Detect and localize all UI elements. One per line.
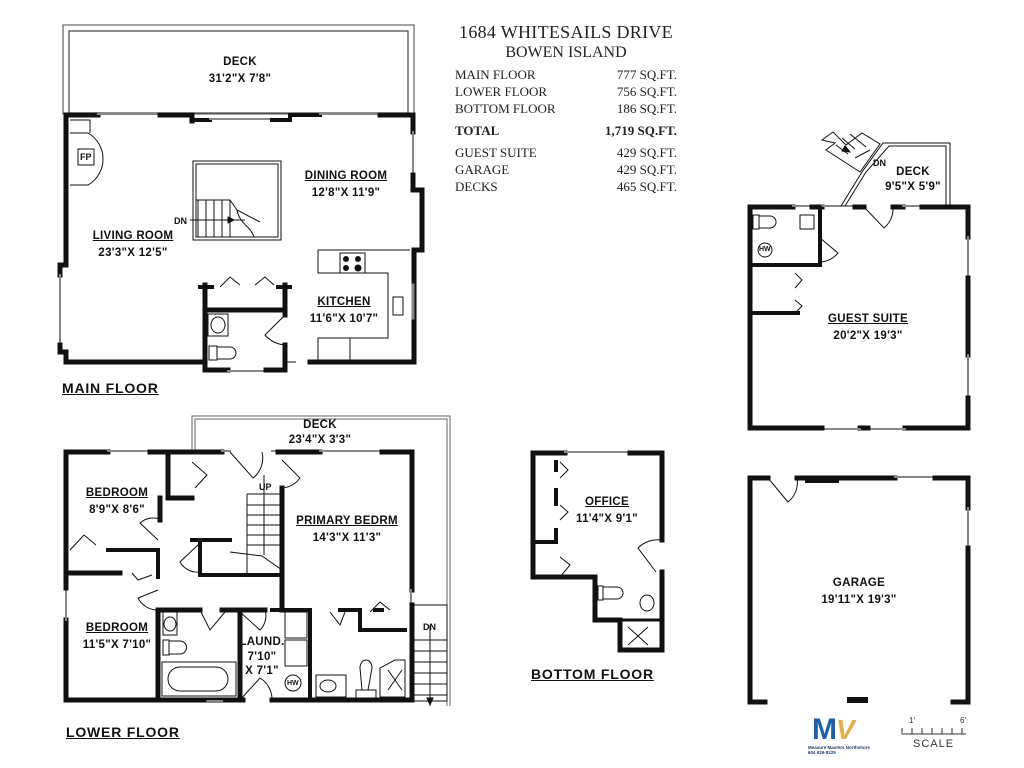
stairs-down-label: DN	[423, 622, 436, 632]
scale-label: SCALE	[913, 738, 955, 750]
room-dimensions: 12'8"X 11'9"	[311, 187, 381, 199]
row-label: GUEST SUITE	[455, 145, 537, 160]
guest-suite-walls	[747, 204, 971, 431]
main-floor-walls	[57, 112, 425, 373]
address-title: 1684 WHITESAILS DRIVE	[459, 22, 673, 42]
row-label: BOTTOM FLOOR	[455, 101, 556, 116]
summary-total-row: TOTAL 1,719 SQ.FT.	[455, 122, 677, 139]
row-value: 186 SQ.FT.	[616, 101, 677, 116]
room-label-primary-bedroom: PRIMARY BEDRM 14'3"X 11'3"	[288, 515, 406, 545]
main-deck-outline	[62, 24, 415, 115]
room-name: LAUND.	[239, 636, 285, 648]
area-title: BOWEN ISLAND	[505, 44, 627, 61]
room-dimensions: 19'11"X 19'3"	[821, 594, 897, 606]
room-label-laundry: LAUND. 7'10" X 7'1"	[232, 636, 292, 678]
stairs-down-label: DN	[873, 158, 886, 168]
room-dimensions: 11'5"X 7'10"	[82, 639, 152, 651]
row-label: GARAGE	[455, 162, 510, 177]
room-dimensions: 14'3"X 11'3"	[312, 532, 382, 544]
room-label-dining: DINING ROOM 12'8"X 11'9"	[296, 170, 396, 200]
company-phone: 604 929-8229	[808, 750, 836, 755]
room-name: LIVING ROOM	[92, 230, 174, 242]
company-name: Measure Masters Northshore	[808, 745, 871, 750]
room-label-lower-deck: DECK 23'4"X 3'3"	[270, 419, 370, 447]
scale-end: 6'	[960, 716, 966, 725]
room-dimensions: 8'9"X 8'6"	[89, 504, 145, 516]
room-dimensions: 20'2"X 19'3"	[833, 330, 903, 342]
room-name: KITCHEN	[317, 296, 371, 308]
summary-row: LOWER FLOOR 756 SQ.FT.	[455, 83, 677, 100]
row-value: 429 SQ.FT.	[616, 145, 677, 160]
main-floor-fixtures	[70, 119, 410, 362]
bottom-floor-walls	[530, 450, 665, 653]
row-label: MAIN FLOOR	[455, 67, 536, 82]
hot-water-tank-label: HW	[759, 246, 771, 253]
room-label-living: LIVING ROOM 23'3"X 12'5"	[83, 230, 183, 260]
property-summary: 1684 WHITESAILS DRIVE BOWEN ISLAND MAIN …	[455, 22, 677, 195]
bottom-floor-fixtures	[559, 461, 663, 646]
row-value: 777 SQ.FT.	[616, 67, 677, 82]
room-label-office: OFFICE 11'4"X 9'1"	[567, 496, 647, 526]
summary-row: BOTTOM FLOOR 186 SQ.FT.	[455, 100, 677, 117]
summary-row: DECKS 465 SQ.FT.	[455, 178, 677, 195]
row-value: 429 SQ.FT.	[616, 162, 677, 177]
main-floor-title: MAIN FLOOR	[62, 380, 159, 396]
room-name: PRIMARY BEDRM	[296, 515, 398, 527]
room-name: DECK	[303, 419, 337, 431]
room-name: DECK	[223, 56, 257, 68]
company-logo: M V Measure Masters Northshore 604 929-8…	[808, 713, 874, 756]
scale-start: 1'	[909, 716, 915, 725]
room-name: DINING ROOM	[304, 170, 388, 182]
room-dimensions: 9'5"X 5'9"	[885, 181, 941, 193]
row-value: 465 SQ.FT.	[616, 179, 677, 194]
fireplace-label: FP	[80, 152, 92, 162]
room-dimensions: 31'2"X 7'8"	[208, 73, 272, 85]
row-value: 756 SQ.FT.	[616, 84, 677, 99]
room-dimensions: X 7'1"	[245, 665, 279, 677]
room-dimensions: 7'10"	[247, 651, 277, 663]
room-label-guest-deck: DECK 9'5"X 5'9"	[878, 166, 948, 194]
logo-caption: Measure Masters Northshore 604 929-8229	[808, 745, 870, 755]
garage-walls	[747, 475, 971, 705]
hot-water-tank-label: HW	[287, 680, 299, 687]
room-name: GARAGE	[832, 577, 886, 589]
bottom-floor-title: BOTTOM FLOOR	[531, 666, 654, 682]
room-label-main-deck: DECK 31'2"X 7'8"	[190, 56, 290, 86]
room-label-bedroom-2: BEDROOM 11'5"X 7'10"	[72, 622, 162, 652]
guest-suite-fixtures	[752, 131, 951, 314]
room-label-kitchen: KITCHEN 11'6"X 10'7"	[294, 296, 394, 326]
room-label-bedroom-1: BEDROOM 8'9"X 8'6"	[74, 487, 160, 517]
room-name: BEDROOM	[85, 487, 149, 499]
stairs-up-label: UP	[259, 482, 272, 492]
summary-row: GARAGE 429 SQ.FT.	[455, 161, 677, 178]
garage-door	[767, 477, 798, 503]
total-value: 1,719 SQ.FT.	[605, 123, 677, 138]
row-label: LOWER FLOOR	[455, 84, 548, 99]
lower-floor-title: LOWER FLOOR	[66, 724, 180, 740]
room-name: DECK	[896, 166, 930, 178]
lower-deck-outline	[191, 415, 451, 706]
room-dimensions: 11'4"X 9'1"	[576, 513, 638, 525]
logo-mark-v: V	[836, 714, 855, 745]
room-name: BEDROOM	[85, 622, 149, 634]
room-name: GUEST SUITE	[828, 313, 908, 325]
scale-ticks-icon	[901, 728, 966, 735]
room-label-garage: GARAGE 19'11"X 19'3"	[809, 577, 909, 607]
lower-floor-fixtures	[69, 451, 448, 707]
room-dimensions: 23'4"X 3'3"	[288, 434, 352, 446]
total-label: TOTAL	[455, 123, 500, 138]
room-name: OFFICE	[585, 496, 629, 508]
summary-row: GUEST SUITE 429 SQ.FT.	[455, 144, 677, 161]
room-dimensions: 11'6"X 10'7"	[309, 313, 379, 325]
stairs-down-label: DN	[174, 216, 187, 226]
row-label: DECKS	[455, 179, 498, 194]
room-dimensions: 23'3"X 12'5"	[98, 247, 168, 259]
summary-row: MAIN FLOOR 777 SQ.FT.	[455, 66, 677, 83]
logo-mark-m: M	[812, 713, 837, 746]
room-label-guest-suite: GUEST SUITE 20'2"X 19'3"	[818, 313, 918, 343]
